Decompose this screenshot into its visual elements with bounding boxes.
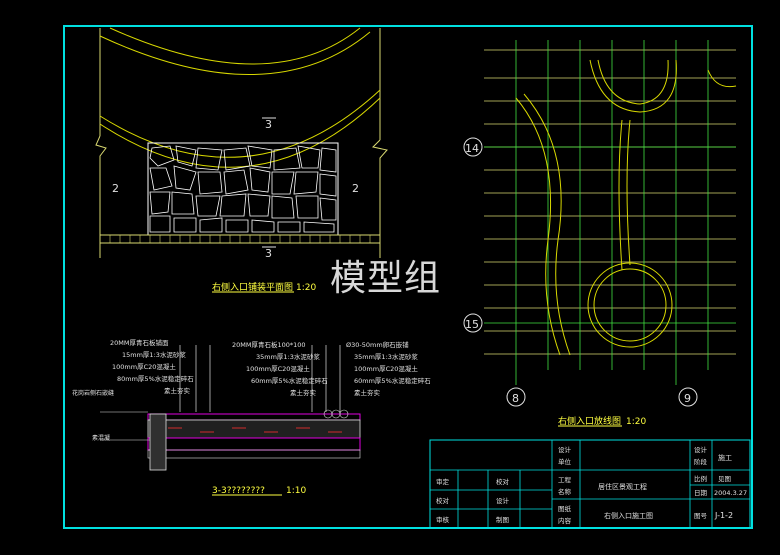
layout-view-title: 右侧入口放线图 — [558, 415, 621, 427]
tb-right-sheji: 设计 — [694, 445, 708, 454]
callout-right-4: 60mm厚5%水泥稳定碎石 — [354, 376, 431, 385]
tb-right-tuhao: 图号 — [694, 512, 708, 520]
section-view-title: 3-3???????? — [212, 486, 265, 496]
axis-label-8: 8 — [512, 392, 519, 405]
callout-left-2: 15mm厚1:3水泥砂浆 — [122, 350, 186, 359]
tb-col-sheji: 设计 — [558, 445, 572, 454]
callout-mid-3: 100mm厚C20混凝土 — [246, 364, 310, 373]
tb-date-value: 2004.3.27 — [714, 489, 747, 497]
section-mark-right: 2 — [352, 182, 359, 195]
tb-col-danwei: 单位 — [558, 457, 572, 466]
layout-view: 14 15 8 9 右侧入口放线图 1:20 — [463, 40, 737, 427]
drawing-frame — [63, 25, 753, 529]
tb-col-tuzhi: 图纸 — [558, 504, 572, 513]
tb-label-zhitu: 制图 — [496, 515, 509, 524]
tb-label-shenhe: 审核 — [436, 515, 450, 524]
callout-mid-4: 60mm厚5%水泥稳定碎石 — [251, 376, 328, 385]
tb-stage-value: 施工 — [718, 453, 732, 462]
section-mark-bottom: 3 — [265, 247, 272, 260]
section-view-scale: 1:10 — [286, 486, 306, 496]
callout-left-5: 素土夯实 — [164, 386, 191, 395]
tb-col-neirong: 内容 — [558, 516, 572, 525]
callout-right-5: 素土夯实 — [354, 388, 381, 397]
side-label-1: 花岗岩侧石嵌缝 — [72, 389, 114, 397]
callout-mid-1: 20MM厚青石板100*100 — [232, 340, 306, 349]
layout-view-scale: 1:20 — [626, 417, 646, 427]
title-block: 审定 校对 审核 校对 设计 制图 设计 单位 工程 名称 图纸 内容 居住区景… — [429, 439, 751, 529]
callout-right-3: 100mm厚C20混凝土 — [354, 364, 418, 373]
tb-label-shending: 审定 — [436, 477, 450, 486]
section-view: 20MM厚青石板铺面 15mm厚1:3水泥砂浆 100mm厚C20混凝土 80m… — [72, 338, 431, 496]
axis-label-9: 9 — [684, 392, 691, 405]
axis-label-15: 15 — [465, 318, 479, 331]
callout-mid-5: 素土夯实 — [290, 388, 317, 397]
tb-col-mingcheng: 名称 — [558, 487, 572, 496]
section-mark-left: 2 — [112, 182, 119, 195]
side-label-2: 素混凝 — [92, 434, 110, 442]
tb-drawing-name: 右侧入口施工图 — [604, 511, 653, 520]
callout-right-2: 35mm厚1:3水泥砂浆 — [354, 352, 418, 361]
plan-view: 3 3 2 2 右侧入口铺装平面图 1:20 — [95, 27, 388, 293]
callout-left-4: 80mm厚5%水泥稳定碎石 — [117, 374, 194, 383]
callout-left-3: 100mm厚C20混凝土 — [112, 362, 176, 371]
plan-view-scale: 1:20 — [296, 283, 316, 293]
tb-project-name: 居住区景观工程 — [598, 482, 647, 491]
callout-left-1: 20MM厚青石板铺面 — [110, 338, 169, 347]
tb-drawing-no: J-1-2 — [714, 511, 733, 520]
tb-scale-value: 见图 — [718, 475, 731, 483]
tb-col-gongcheng: 工程 — [558, 475, 572, 484]
section-mark-top: 3 — [265, 118, 272, 131]
watermark-text: 模型组 — [330, 258, 441, 299]
tb-label-jiaodui: 校对 — [496, 477, 510, 486]
callout-mid-2: 35mm厚1:3水泥砂浆 — [256, 352, 320, 361]
plan-view-title: 右侧入口铺装平面图 — [212, 281, 293, 293]
tb-label-sheji: 设计 — [496, 496, 510, 505]
tb-right-jieduan: 阶段 — [694, 457, 708, 466]
tb-right-bili: 比例 — [694, 474, 707, 483]
callout-right-1: Ø30-50mm卵石嵌铺 — [346, 340, 409, 349]
tb-right-riqi: 日期 — [694, 489, 708, 497]
axis-label-14: 14 — [465, 142, 479, 155]
tb-label-jiaodui-left: 校对 — [436, 496, 450, 505]
